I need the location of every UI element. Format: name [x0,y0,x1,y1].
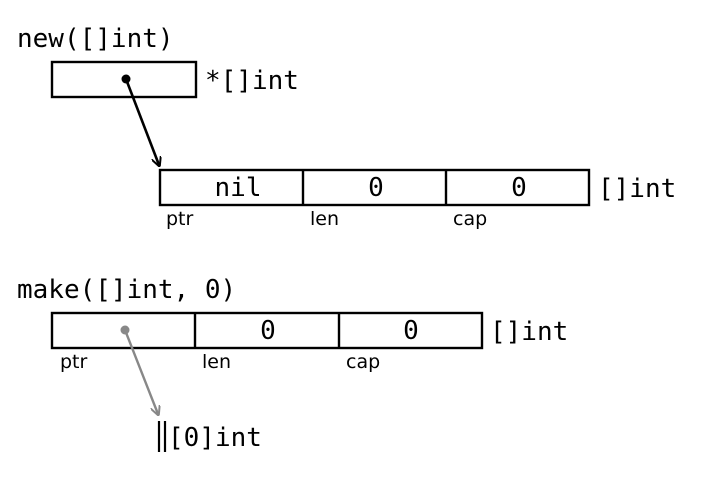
new-cap-field-label: cap [453,208,487,230]
new-ptr-value: nil [215,173,262,203]
make-ptr-field-label: ptr [60,351,88,373]
make-slice-type-label: []int [490,317,568,347]
array-type-label: [0]int [168,423,262,453]
pointer-arrow [124,78,159,165]
new-slice-type-label: []int [598,174,676,204]
new-ptr-field-label: ptr [166,208,194,230]
new-slice-box [158,168,591,207]
new-len-field-label: len [310,208,339,230]
make-len-value: 0 [260,316,276,346]
zero-length-array [157,421,167,452]
pointer-box [50,60,198,99]
make-len-field-label: len [202,351,231,373]
make-ptr-arrow [123,329,158,414]
make-cap-field-label: cap [346,351,380,373]
pointer-type-label: *[]int [205,66,299,96]
make-slice-header: 0 0 ptr len cap [50,311,484,373]
new-len-value: 0 [368,173,384,203]
make-heading: make([]int, 0) [17,275,236,305]
new-cap-value: 0 [511,173,527,203]
new-heading: new([]int) [17,24,174,54]
make-cap-value: 0 [403,316,419,346]
new-slice-header: nil 0 0 ptr len cap [158,168,591,230]
